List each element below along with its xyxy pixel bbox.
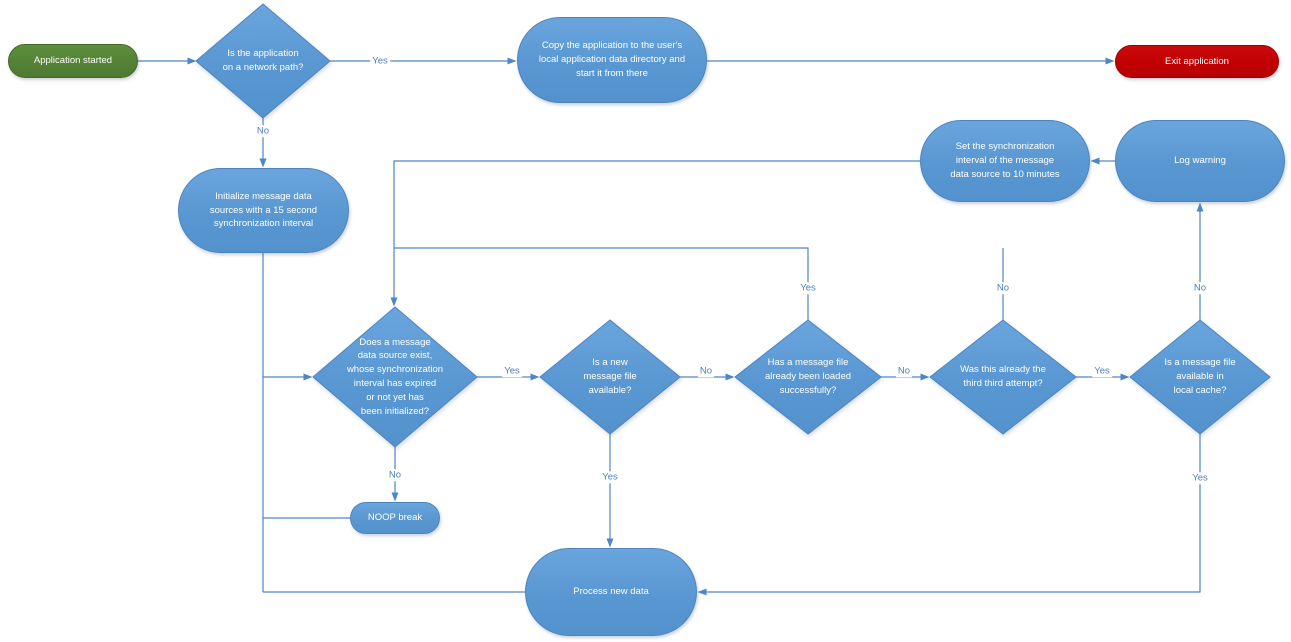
decision-new-file-available-label: Is a new message file available? bbox=[583, 357, 637, 396]
edge-label-network-no: No bbox=[254, 125, 272, 137]
decision-third-attempt-shape bbox=[929, 319, 1077, 435]
decision-file-loaded-shape bbox=[734, 319, 882, 435]
edge-label-network-yes: Yes bbox=[370, 55, 390, 67]
connector-loaded-yes-loop bbox=[394, 247, 809, 320]
node-exit-application: Exit application bbox=[1115, 45, 1279, 78]
decision-data-source-exists-shape bbox=[312, 306, 478, 448]
node-set-sync-interval: Set the synchronization interval of the … bbox=[920, 120, 1090, 202]
edge-label-loaded-yes: Yes bbox=[798, 282, 818, 294]
decision-data-source-exists-label: Does a message data source exist, whose … bbox=[346, 336, 444, 417]
decision-file-in-cache-shape bbox=[1129, 319, 1271, 435]
node-noop-break: NOOP break bbox=[350, 502, 440, 534]
edge-label-third-yes: Yes bbox=[1092, 365, 1112, 377]
node-log-warning: Log warning bbox=[1115, 120, 1285, 202]
edge-label-cache-yes: Yes bbox=[1190, 472, 1210, 484]
decision-third-attempt-label: Was this already the third third attempt… bbox=[960, 364, 1046, 389]
node-initialize-sources: Initialize message data sources with a 1… bbox=[178, 168, 349, 253]
connector-cache-yes-to-process bbox=[697, 433, 1201, 596]
connector-sync-to-exists-decision bbox=[390, 160, 920, 307]
node-copy-application: Copy the application to the user's local… bbox=[517, 17, 707, 103]
edge-label-newfile-no: No bbox=[697, 365, 715, 377]
edge-label-cache-no: No bbox=[1191, 282, 1209, 294]
decision-network-path-label: Is the application on a network path? bbox=[222, 48, 304, 73]
edge-label-loaded-no: No bbox=[895, 365, 913, 377]
edge-label-newfile-yes: Yes bbox=[600, 471, 620, 483]
edge-label-exists-no: No bbox=[386, 469, 404, 481]
edge-label-exists-yes: Yes bbox=[502, 365, 522, 377]
node-process-new-data: Process new data bbox=[525, 548, 697, 636]
decision-new-file-available-shape bbox=[539, 319, 681, 435]
edge-label-third-no: No bbox=[994, 282, 1012, 294]
decision-file-in-cache-label: Is a message file available in local cac… bbox=[1164, 357, 1236, 396]
decision-network-path-shape bbox=[195, 3, 331, 119]
decision-file-loaded-label: Has a message file already been loaded s… bbox=[764, 357, 852, 396]
node-application-started: Application started bbox=[8, 44, 138, 78]
